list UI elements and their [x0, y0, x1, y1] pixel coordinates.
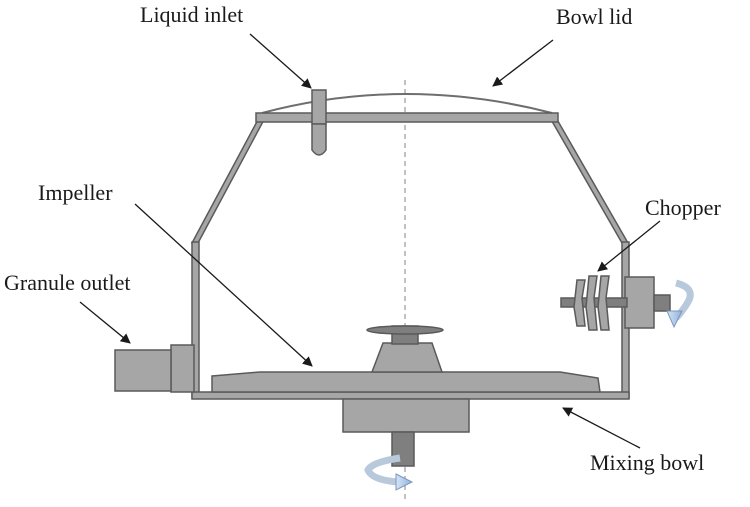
impeller-drive [342, 398, 470, 467]
granule-outlet-label: Granule outlet [4, 270, 130, 295]
impeller-rotation-arrow-icon [364, 454, 414, 491]
impeller-label: Impeller [38, 180, 113, 205]
liquid-inlet-label: Liquid inlet [140, 2, 243, 27]
bowl-lid-dome [261, 93, 553, 114]
mixing-bowl-leader [562, 407, 641, 449]
bowl-lid-label: Bowl lid [556, 4, 632, 29]
chopper-leader [597, 220, 661, 272]
granule-outlet-leader [79, 301, 131, 344]
chopper [560, 275, 671, 331]
impeller-leader [134, 203, 313, 367]
bowl-lid-bar [255, 112, 559, 123]
impeller [211, 325, 601, 393]
liquid-inlet-tube [311, 89, 327, 156]
bowl-lid-leader [492, 39, 554, 87]
granule-outlet [114, 344, 195, 393]
mixing-bowl-label: Mixing bowl [590, 450, 704, 475]
chopper-rotation-arrow-icon [666, 279, 694, 329]
liquid-inlet-leader [249, 33, 312, 89]
chopper-label: Chopper [645, 195, 721, 220]
